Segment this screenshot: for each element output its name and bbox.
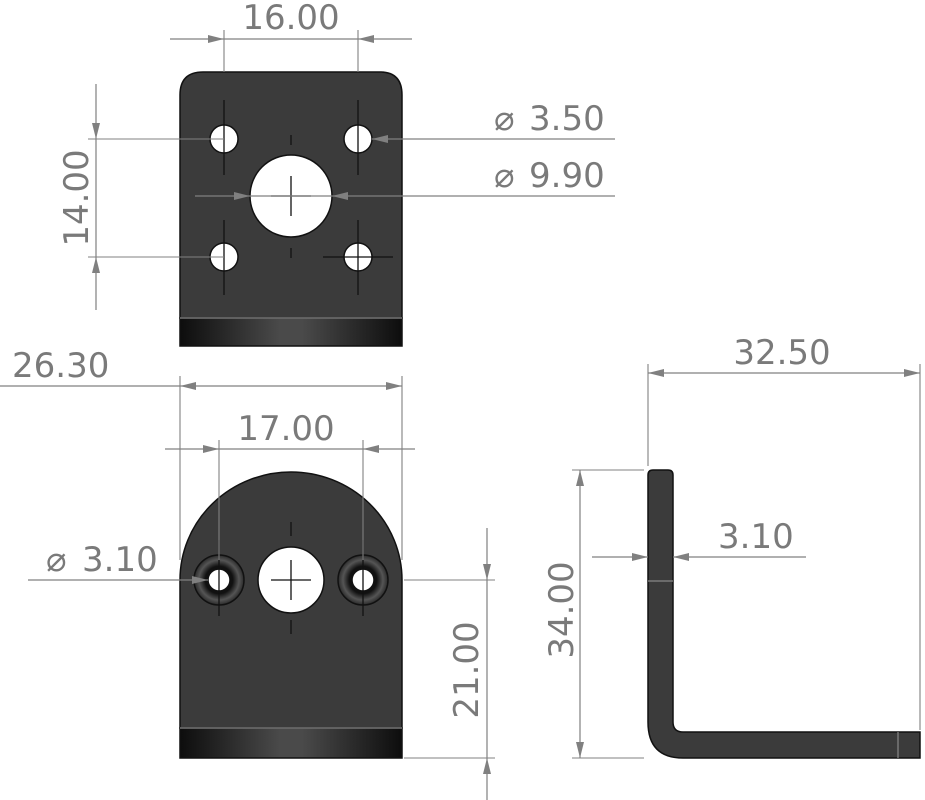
dim-front-hole-spacing: 17.00 [165, 409, 415, 560]
dim-top-height-label: 14.00 [57, 149, 97, 246]
dim-front-overall-width: 26.30 [0, 346, 403, 560]
side-view: 32.50 34.00 3.10 [542, 333, 921, 759]
dim-side-thickness-label: 3.10 [718, 517, 794, 557]
dim-center-hole-diameter: ⌀ 9.90 [195, 156, 615, 200]
dim-center-hole-diameter-symbol: ⌀ [494, 156, 514, 196]
front-view: 26.30 17.00 ⌀ 3.10 21.00 [0, 346, 495, 800]
dim-front-side-hole-diameter-symbol: ⌀ [46, 540, 66, 580]
dim-side-thickness: 3.10 [592, 517, 806, 561]
dim-side-height: 34.00 [542, 469, 644, 759]
dim-side-length-label: 32.50 [733, 333, 830, 373]
dim-front-side-hole-diameter-label: 3.10 [82, 540, 158, 580]
dim-front-overall-width-label: 26.30 [12, 346, 109, 386]
dim-front-side-hole-diameter: ⌀ 3.10 [28, 540, 208, 584]
dim-top-width: 16.00 [170, 0, 412, 72]
side-view-bracket [647, 469, 921, 759]
front-view-bend-band [179, 727, 403, 759]
dim-front-height: 21.00 [404, 528, 495, 800]
dim-side-length: 32.50 [647, 333, 921, 730]
top-view-bend-band [179, 317, 403, 347]
dim-top-height: 14.00 [57, 84, 224, 310]
dim-small-hole-diameter-symbol: ⌀ [494, 99, 514, 139]
dim-front-hole-spacing-label: 17.00 [237, 409, 334, 449]
dim-top-width-label: 16.00 [242, 0, 339, 38]
dim-small-hole-diameter: ⌀ 3.50 [372, 99, 615, 143]
dim-side-height-label: 34.00 [542, 561, 582, 658]
dim-center-hole-diameter-label: 9.90 [529, 156, 605, 196]
dim-small-hole-diameter-label: 3.50 [529, 99, 605, 139]
top-view: 16.00 14.00 ⌀ 3.50 ⌀ 9.90 [57, 0, 615, 347]
dim-front-height-label: 21.00 [447, 621, 487, 718]
